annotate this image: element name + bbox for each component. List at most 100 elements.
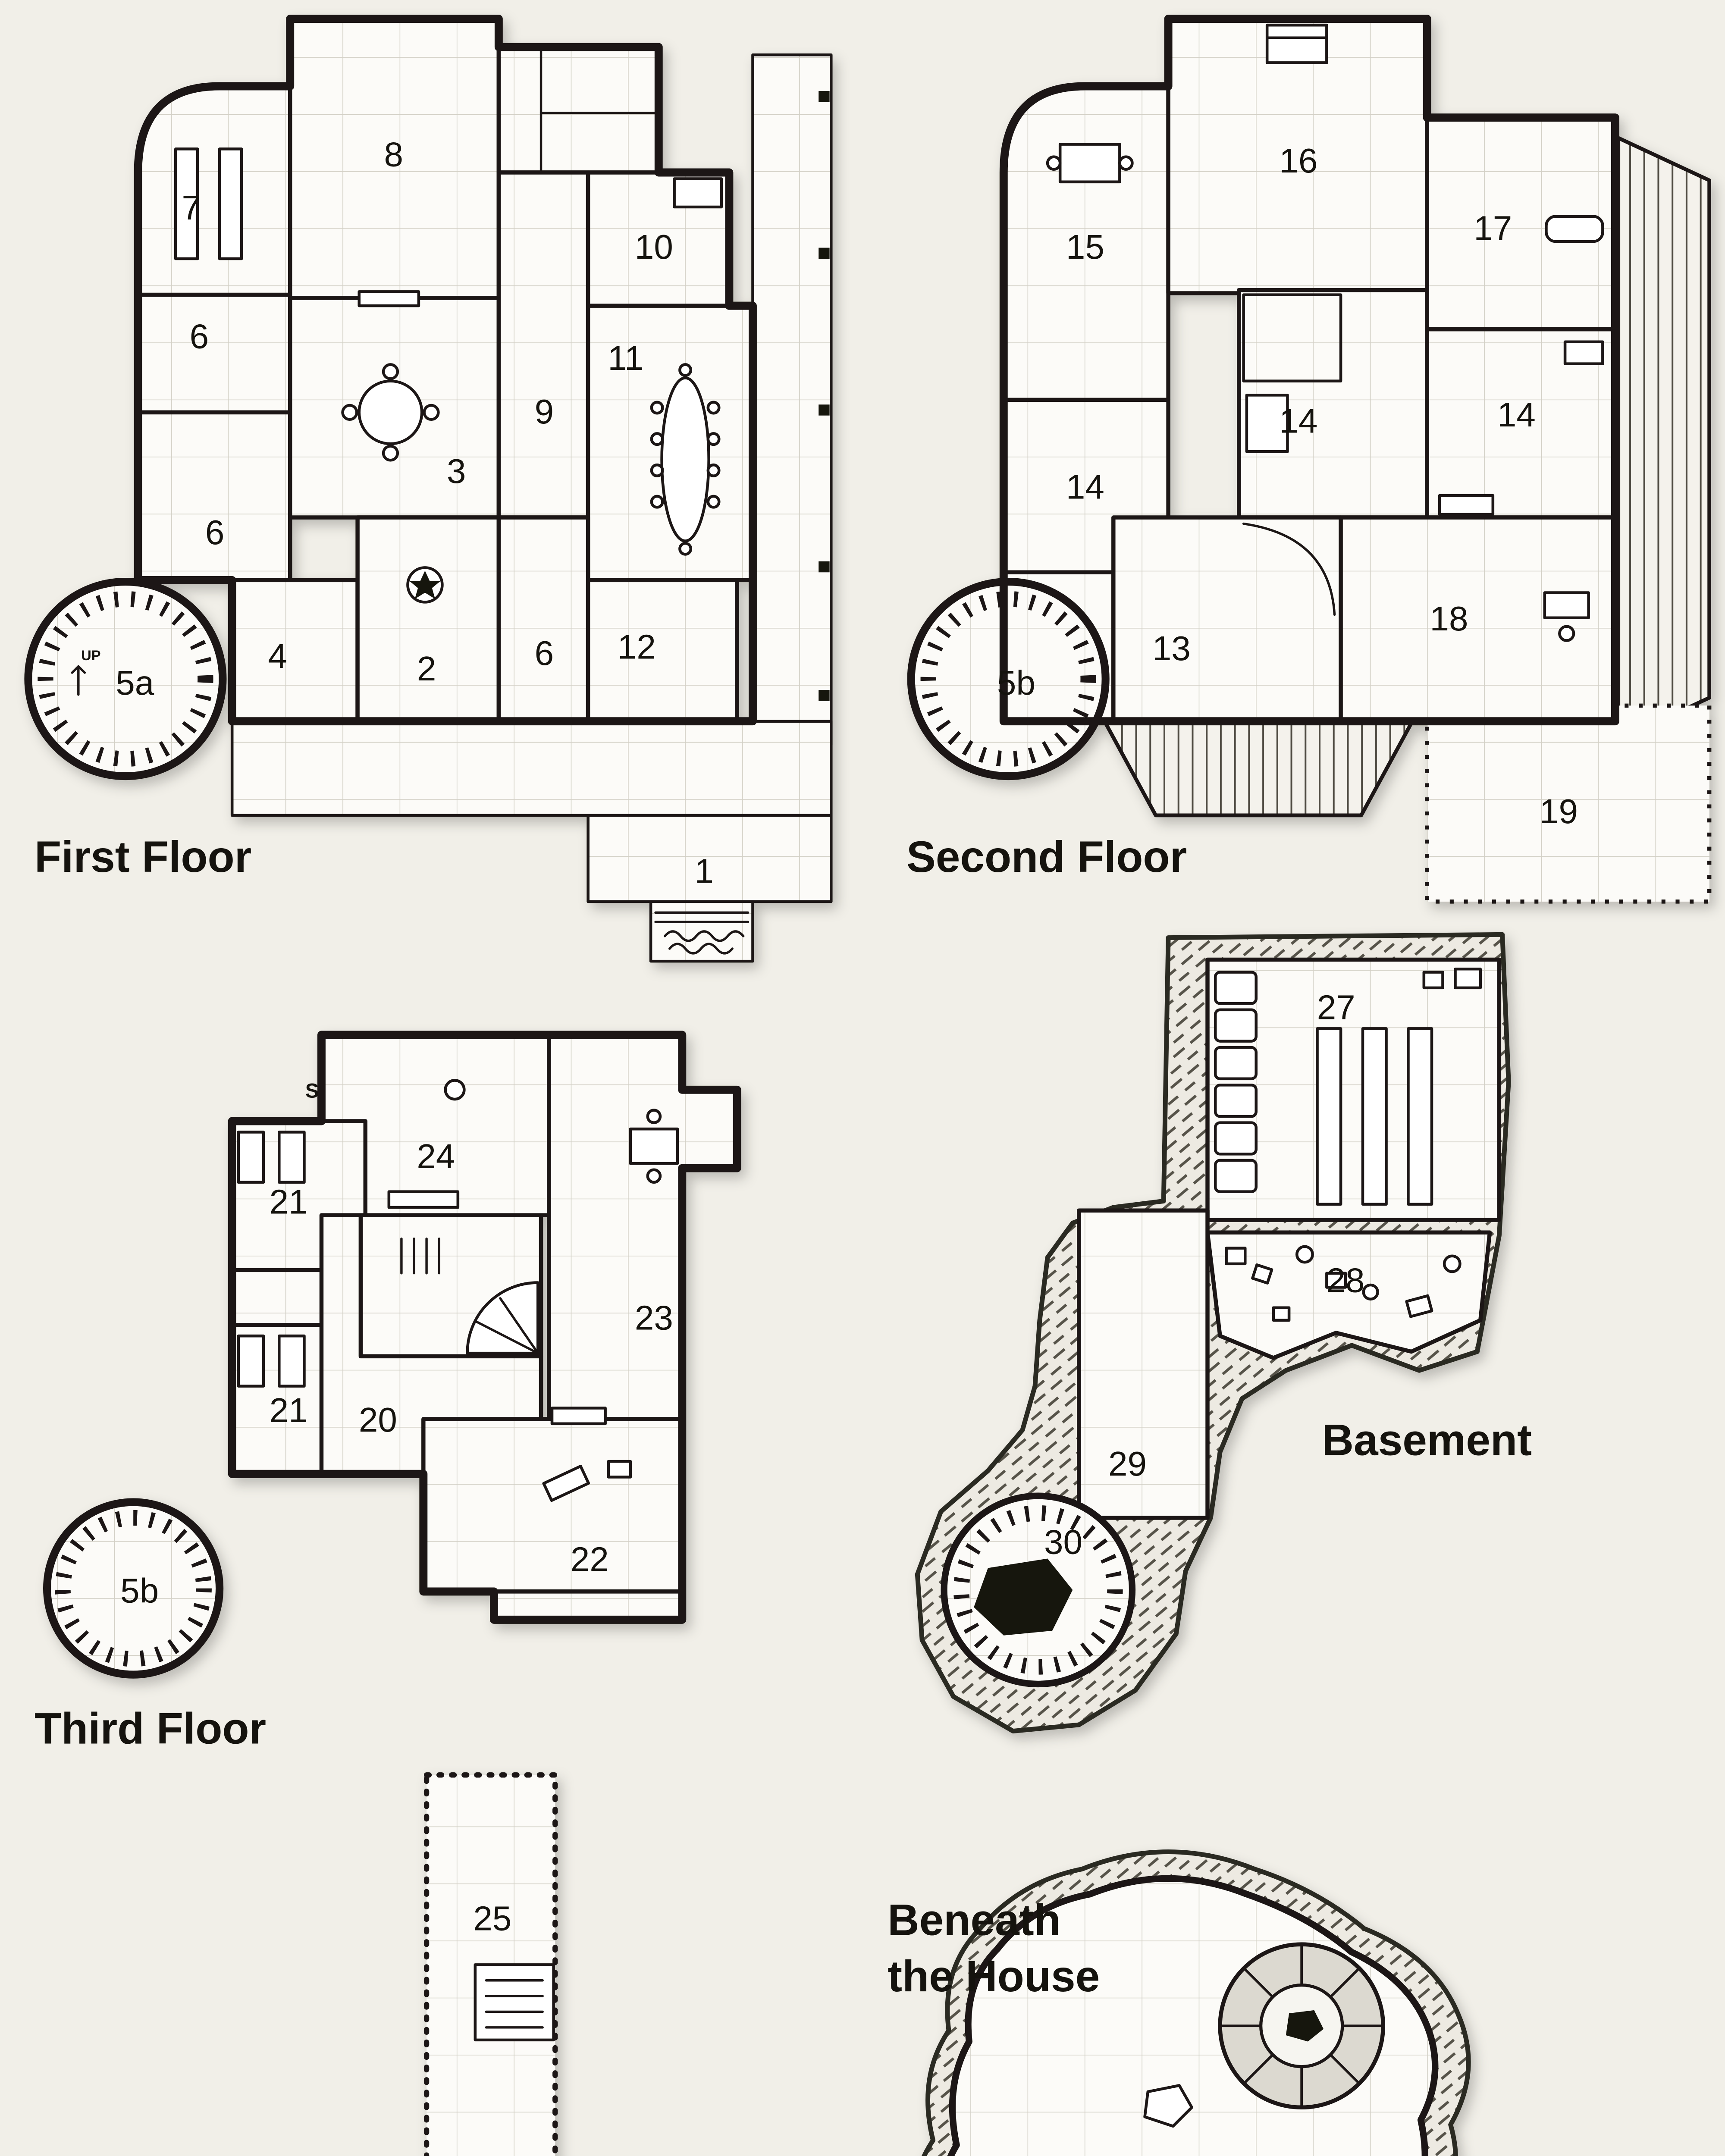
room-label-23: 23 [635,1299,673,1337]
shelf [550,1407,607,1426]
room-14-inner-chamber [1242,293,1342,382]
bed [1245,394,1289,453]
desk [1563,340,1604,365]
room-22-bay [492,1589,684,1622]
up-marker: UP [81,647,100,663]
pit-hole [974,1558,1073,1636]
long-table [1407,1027,1433,1206]
roof-hatch-access [474,1963,555,2042]
room-label-3: 3 [447,452,466,490]
bed [278,1334,306,1388]
room-label-6-lower: 6 [205,513,224,552]
room-label-19: 19 [1540,792,1578,830]
tower-5b-second [907,578,1110,780]
first-floor-furniture [174,147,723,604]
second-floor-outline [999,15,1619,726]
crystal [1286,2010,1324,2042]
room-label-11: 11 [608,339,643,377]
widows-walk-labels: 25 Widow’s Walk [473,1899,511,1937]
room-label-14-left: 14 [1066,467,1104,506]
crate [1422,971,1444,990]
spiral-stairs [953,1505,1123,1675]
round-table [358,379,423,445]
desk [1543,591,1590,619]
stair-arc [1242,522,1336,616]
room-label-14-center: 14 [1279,402,1317,440]
room-22-area [421,1417,684,1594]
stair-fan [466,1281,539,1355]
room-label-8: 8 [384,135,403,173]
barrel [1214,1084,1258,1118]
spiral-stairs [55,1510,212,1667]
room-label-21-upper: 21 [270,1183,308,1221]
counter [387,1190,460,1209]
room-label-29: 29 [1108,1445,1147,1483]
third-floor-title: Third Floor [34,1704,266,1753]
room-label-14-right: 14 [1497,395,1536,434]
dining-table [660,376,710,542]
barrel [1214,1159,1258,1193]
chaise [1545,215,1604,243]
tower-5a [24,578,227,780]
bed [237,1334,265,1388]
barrel [1214,1121,1258,1156]
spiral-stairs [920,591,1096,767]
room-8-area [288,16,501,300]
table [1058,143,1121,184]
room-2-area [355,515,501,724]
room-6-lower-area [136,410,292,583]
basement-plan [915,932,1511,1733]
first-floor-labels: 1 2 3 4 5a UP 6 6 6 7 8 9 10 11 12 First… [34,135,714,890]
beneath-the-house-plan [921,1849,1471,2156]
room-label-7: 7 [182,188,201,227]
third-floor-plan [43,1031,741,1679]
fireplace [358,290,420,307]
second-floor-rooms [1001,16,1618,724]
dock-steps-and-water [654,911,750,955]
room-label-6-east: 6 [535,634,554,672]
bed [237,1131,265,1184]
room-label-1: 1 [694,852,714,890]
barrel [1214,971,1258,1005]
sideboard [1438,494,1495,516]
secret-door-marker: S [305,1079,319,1102]
room-label-4: 4 [268,637,287,675]
room-label-2: 2 [417,649,436,688]
room-label-28: 28 [1327,1261,1365,1299]
room-28-area [1205,1230,1492,1360]
bench [218,147,243,260]
third-floor-outline [228,1031,741,1624]
room-label-24: 24 [417,1137,455,1175]
roof-strip-east [1616,136,1711,742]
basement-labels: 27 28 29 30 Basement [1044,988,1532,1561]
room-6-east-area [496,515,590,724]
room-label-16: 16 [1279,141,1317,180]
room-4-area [230,578,360,724]
bed [278,1131,306,1184]
cave-room-30 [941,1492,1136,1688]
room-12-area [586,578,739,724]
crate [1454,968,1482,990]
room-label-25: 25 [473,1899,511,1937]
room-7-area [136,84,292,297]
room-label-13: 13 [1152,629,1191,667]
widows-walk-plan [423,1772,558,2156]
room-6-upper-area [136,292,292,415]
barrel [1214,1008,1258,1043]
bench [174,147,199,260]
porch-columns [819,91,830,701]
up-arrow-icon [71,664,86,696]
room-label-17: 17 [1474,209,1512,247]
room-label-5a: 5a [116,664,154,702]
second-floor-plan [907,15,1712,904]
second-floor-furniture [1046,23,1604,642]
table [629,1127,679,1165]
first-floor-title: First Floor [34,832,251,881]
privy-block-area [496,45,661,175]
first-floor-outline [134,15,757,726]
room-13-area [1111,515,1343,724]
room-label-10: 10 [635,228,673,266]
beneath-title-line1: Beneath [888,1895,1061,1944]
third-floor-furniture [237,1079,679,1502]
